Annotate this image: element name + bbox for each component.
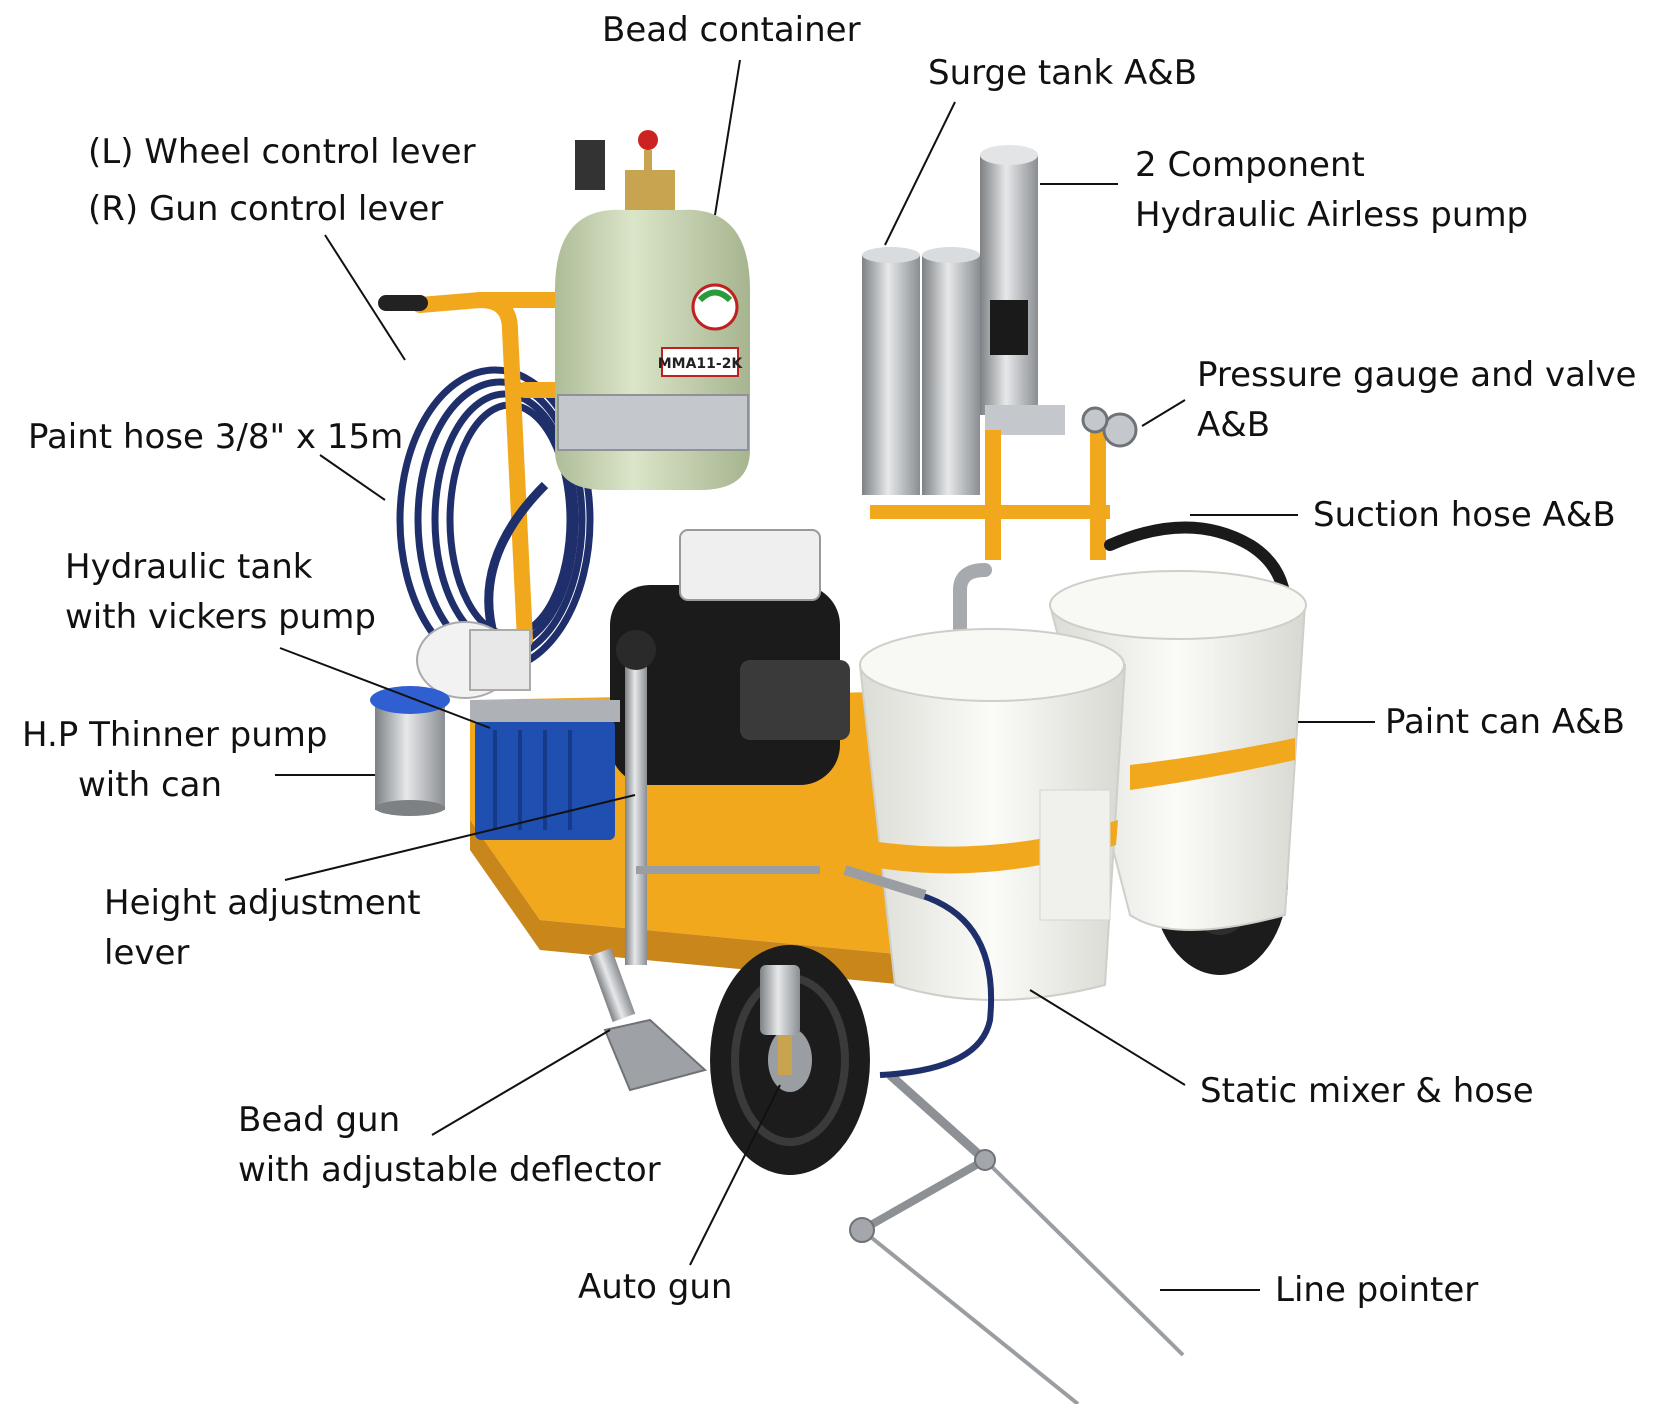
height-adjustment-lever (616, 630, 820, 965)
oil-filter (416, 621, 531, 699)
hydraulic-pump (470, 700, 620, 840)
label-bead-container: Bead container (602, 10, 861, 50)
label-pressure-gauge: Pressure gauge and valve A&B (1197, 355, 1637, 445)
label-thinner-pump: H.P Thinner pump with can (22, 715, 328, 805)
line-pointer-rods (849, 1071, 1185, 1404)
label-wheel-gun-lever: (L) Wheel control lever (R) Gun control … (88, 132, 476, 229)
auto-gun (760, 965, 800, 1075)
paint-bucket-a (858, 628, 1127, 1001)
bead-container-tank: MMA11-2K (555, 130, 750, 490)
static-mixer-hose (879, 892, 995, 1078)
label-static-mixer: Static mixer & hose (1200, 1071, 1534, 1111)
leader-paint-hose (319, 454, 386, 501)
hose-segment (484, 481, 549, 642)
pressure-gauges (1081, 406, 1138, 448)
static-mixer (843, 865, 927, 900)
leader-height-lever (284, 794, 636, 881)
leader-pressure-gauge (1141, 399, 1186, 427)
thinner-can (370, 686, 450, 816)
surge-tanks (862, 247, 980, 495)
tank-brand-text: MMA11-2K (658, 356, 744, 372)
pump-frame (870, 430, 1110, 560)
label-bead-gun: Bead gun with adjustable deflector (238, 1100, 661, 1190)
leader-wheel-gun-lever (324, 234, 406, 361)
label-height-lever: Height adjustment lever (104, 883, 421, 973)
label-auto-gun: Auto gun (578, 1267, 733, 1307)
label-surge-tank: Surge tank A&B (928, 53, 1198, 93)
label-hydraulic-tank: Hydraulic tank with vickers pump (65, 547, 376, 637)
label-paint-can: Paint can A&B (1385, 702, 1625, 742)
leader-auto-gun (689, 1084, 781, 1266)
leader-bead-gun (431, 1029, 611, 1136)
airless-pump-column (980, 145, 1065, 435)
leader-bead-container (714, 59, 741, 216)
leader-static-mixer (1029, 989, 1186, 1086)
label-paint-hose: Paint hose 3/8" x 15m (28, 417, 404, 457)
label-suction-hose: Suction hose A&B (1313, 495, 1616, 535)
label-line-pointer: Line pointer (1275, 1270, 1479, 1310)
leader-hydraulic-tank (279, 647, 491, 729)
leader-surge-tank (884, 101, 956, 246)
label-airless-pump: 2 Component Hydraulic Airless pump (1135, 145, 1529, 235)
engine (610, 529, 850, 785)
bead-gun (588, 948, 708, 1092)
